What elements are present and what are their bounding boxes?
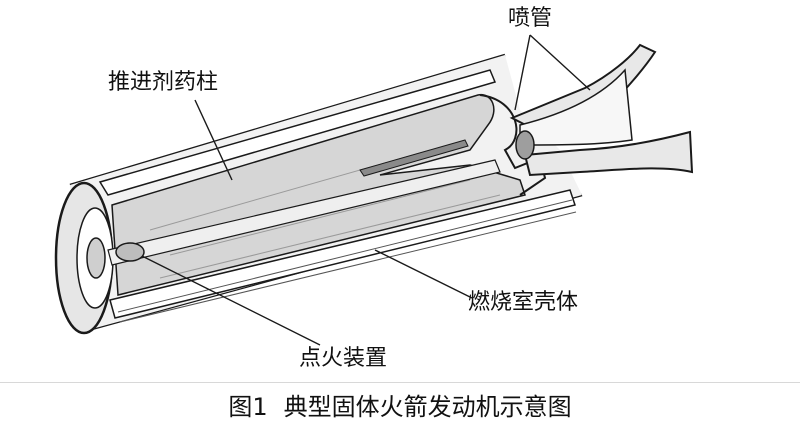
casing-stripe-2 xyxy=(119,211,577,323)
casing-stripe-1 xyxy=(117,199,573,313)
grain-texture-2 xyxy=(169,179,471,256)
shell-top-wall xyxy=(98,69,497,196)
leader-line-igniter xyxy=(141,255,321,346)
leader-line-nozzle-1 xyxy=(514,34,531,111)
igniter-body xyxy=(115,242,145,262)
nozzle-exit-cone xyxy=(519,68,633,146)
front-port xyxy=(86,237,106,279)
grain-texture-3 xyxy=(159,194,501,279)
caption-divider xyxy=(0,382,800,383)
label-nozzle: 喷管 xyxy=(508,6,553,31)
leader-line-casing xyxy=(374,249,473,299)
bore-channel xyxy=(107,159,501,266)
leader-line-nozzle-2 xyxy=(529,34,591,91)
figure-title: 典型固体火箭发动机示意图 xyxy=(283,393,572,421)
shell-bottom-wall xyxy=(109,189,576,319)
leader-line-propellant xyxy=(194,99,233,181)
figure-caption: 图1 典型固体火箭发动机示意图 xyxy=(0,395,800,419)
rocket-motor-cutaway-diagram xyxy=(54,34,694,346)
nozzle-lower-section xyxy=(523,130,694,177)
label-igniter: 点火装置 xyxy=(299,346,388,371)
figure-number: 图1 xyxy=(228,393,268,421)
nozzle-throat xyxy=(515,130,535,160)
aft-closure xyxy=(479,94,547,196)
central-bore xyxy=(359,139,469,177)
label-propellant-grain: 推进剂药柱 xyxy=(108,70,219,95)
label-combustion-chamber-casing: 燃烧室壳体 xyxy=(468,290,579,315)
